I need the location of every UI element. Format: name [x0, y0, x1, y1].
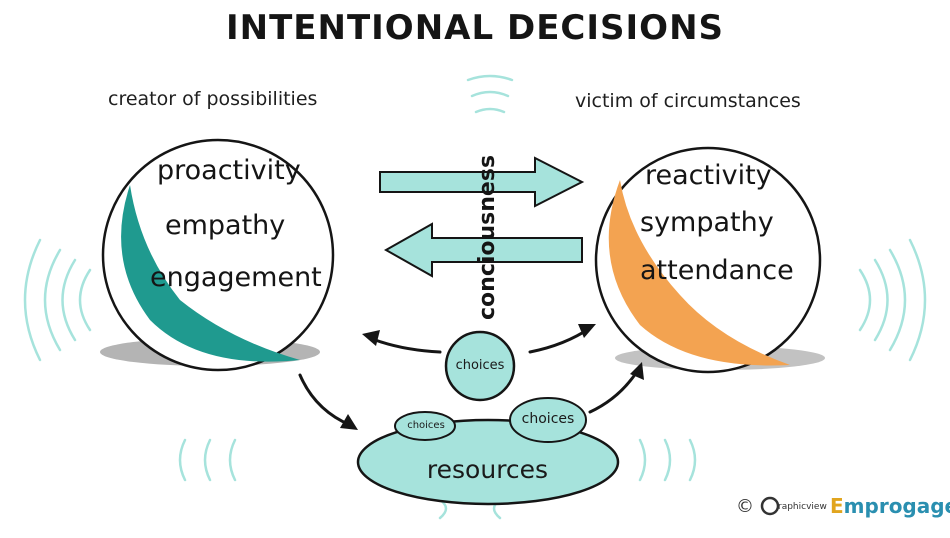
choices-bubble-center: [444, 330, 516, 402]
emprogage-logo-rest: mprogage: [843, 494, 950, 518]
emprogage-logo: Emprogage: [830, 494, 950, 518]
right-word-sympathy: sympathy: [640, 207, 774, 238]
center-vertical-label: conciousness: [475, 154, 500, 320]
choices-small-left-label: choices: [407, 420, 445, 431]
arrow-left-to-right: [379, 156, 585, 208]
left-word-proactivity: proactivity: [157, 155, 301, 186]
right-ball: [594, 146, 822, 374]
left-ball: [101, 138, 335, 372]
arrow-right-to-left: [383, 222, 583, 278]
graphicview-logo-icon: [760, 496, 780, 516]
copyright-symbol: ©: [736, 496, 754, 517]
left-word-empathy: empathy: [165, 210, 286, 241]
choices-bubble-small-left: [394, 411, 456, 441]
resources-label: resources: [426, 455, 549, 484]
arrow-heads: [340, 324, 644, 430]
diagram-title: INTENTIONAL DECISIONS: [225, 8, 725, 48]
ripple-lines: [23, 74, 927, 520]
choices-small-right-label: choices: [521, 411, 575, 427]
emprogage-logo-prefix: E: [830, 494, 844, 518]
left-word-engagement: engagement: [150, 262, 322, 293]
graphicview-logo-text: raphicview: [778, 502, 827, 512]
right-caption: victim of circumstances: [575, 90, 801, 112]
choices-bubble-small-right: [509, 397, 587, 443]
right-word-attendance: attendance: [640, 255, 794, 286]
left-caption: creator of possibilities: [108, 88, 318, 110]
choices-center-label: choices: [455, 358, 505, 373]
right-word-reactivity: reactivity: [645, 160, 772, 191]
